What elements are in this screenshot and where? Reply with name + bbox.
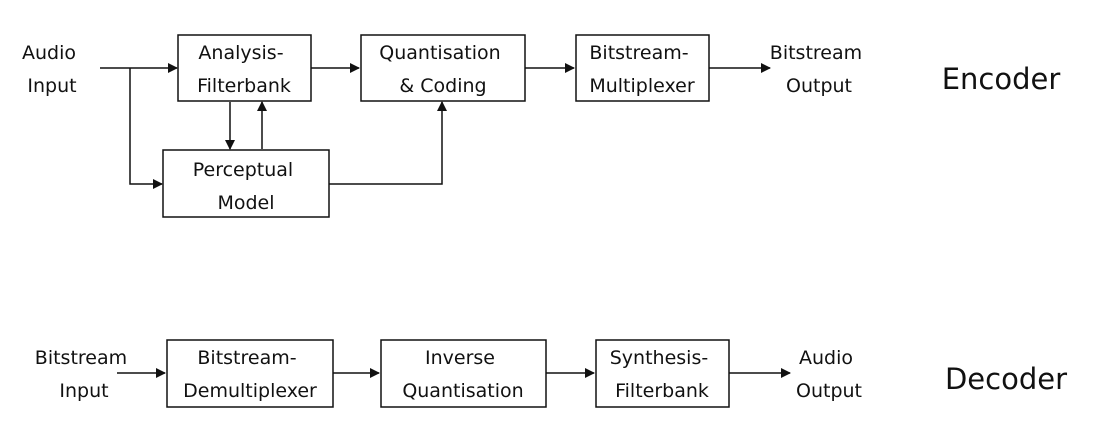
decoder-section-label: Decoder xyxy=(945,362,1067,396)
audio-output-label: Audio Output xyxy=(796,347,862,402)
svg-text:Perceptual Model: Perceptual Model xyxy=(193,159,300,214)
svg-text:Synthesis- Filterbank: Synthesis- Filterbank xyxy=(610,347,715,402)
quantisation-coding-block: Quantisation & Coding xyxy=(360,34,526,102)
svg-text:Analysis- Filterbank: Analysis- Filterbank xyxy=(197,42,291,97)
inverse-quantisation-block: Inverse Quantisation xyxy=(380,339,547,408)
bitstream-multiplexer-block: Bitstream- Multiplexer xyxy=(575,34,710,102)
audio-input-label: Audio Input xyxy=(22,42,82,97)
svg-text:Quantisation & Coding: Quantisation & Coding xyxy=(379,42,506,97)
decoder-diagram: Bitstream Input Bitstream- Demultiplexer… xyxy=(35,339,1067,408)
arrow-perceptual-to-quantisation xyxy=(329,101,447,185)
arrow-input-to-perceptual xyxy=(129,68,163,189)
encoder-section-label: Encoder xyxy=(942,62,1061,96)
svg-text:Bitstream- Multiplexer: Bitstream- Multiplexer xyxy=(589,42,694,97)
perceptual-model-block: Perceptual Model xyxy=(162,149,330,218)
synthesis-filterbank-block: Synthesis- Filterbank xyxy=(595,339,730,408)
bitstream-demultiplexer-block: Bitstream- Demultiplexer xyxy=(166,339,334,408)
svg-text:Inverse Quantisation: Inverse Quantisation xyxy=(402,347,523,402)
encoder-diagram: Audio Input Analysis- Filterbank Quantis… xyxy=(22,34,1061,218)
svg-text:Bitstream- Demultiplex: Bitstream- Demultiplexer xyxy=(183,347,317,402)
bitstream-output-label: Bitstream Output xyxy=(770,42,868,97)
bitstream-input-label: Bitstream Input xyxy=(35,347,133,402)
analysis-filterbank-block: Analysis- Filterbank xyxy=(177,34,312,102)
